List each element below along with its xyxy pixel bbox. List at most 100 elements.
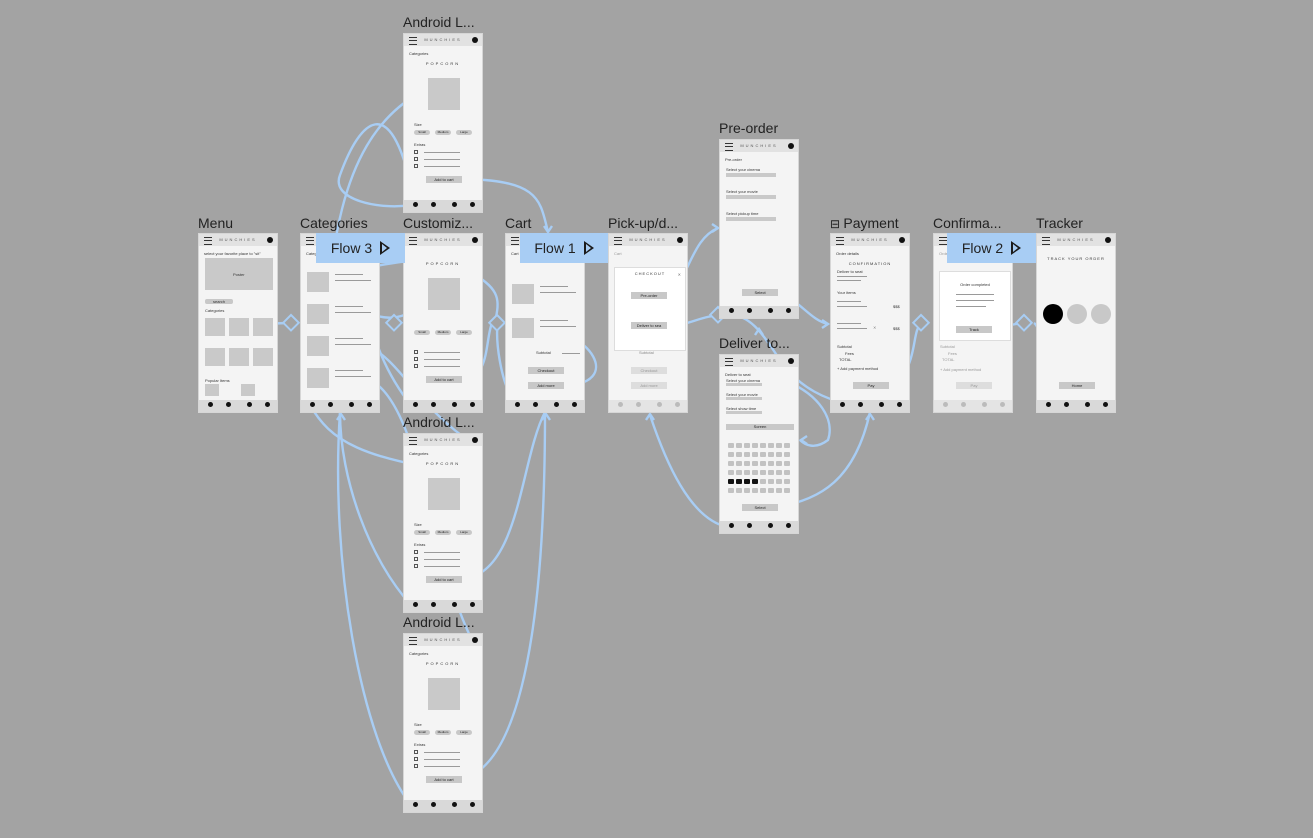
seat[interactable] (736, 488, 742, 493)
menu-icon[interactable] (1042, 237, 1050, 245)
pickup-time-select[interactable] (726, 217, 776, 221)
seat[interactable] (776, 479, 782, 484)
seat[interactable] (744, 443, 750, 448)
hero-banner[interactable]: Poster (205, 258, 273, 290)
avatar[interactable] (472, 437, 478, 443)
search-icon[interactable] (431, 802, 436, 807)
menu-icon[interactable] (725, 143, 733, 151)
search-icon[interactable] (431, 602, 436, 607)
menu-icon[interactable] (409, 637, 417, 645)
seat[interactable] (776, 452, 782, 457)
seat[interactable] (744, 461, 750, 466)
extra-checkbox[interactable] (414, 764, 418, 768)
size-large[interactable]: Large (456, 130, 472, 135)
avatar[interactable] (472, 237, 478, 243)
checkout-button[interactable]: Checkout (528, 367, 564, 374)
movie-select[interactable] (726, 397, 762, 400)
extra-checkbox[interactable] (414, 750, 418, 754)
profile-icon[interactable] (786, 308, 791, 313)
seat[interactable] (752, 461, 758, 466)
add-to-cart-button[interactable]: Add to cart (426, 776, 462, 783)
add-to-cart-button[interactable]: Add to cart (426, 176, 462, 183)
cinema-select[interactable] (726, 173, 776, 177)
size-small[interactable]: Small (414, 730, 430, 735)
menu-icon[interactable] (204, 237, 212, 245)
size-medium[interactable]: Medium (435, 330, 451, 335)
frame-tracker[interactable]: MUNCHIES TRACK YOUR ORDER Home (1036, 233, 1116, 413)
popular-item[interactable] (241, 384, 255, 396)
cart-icon[interactable] (452, 802, 457, 807)
preorder-button[interactable]: Pre-order (631, 292, 667, 299)
cart-icon[interactable] (1085, 402, 1090, 407)
seat[interactable] (728, 443, 734, 448)
close-icon[interactable]: ✕ (677, 272, 681, 277)
seat[interactable] (728, 452, 734, 457)
search-icon[interactable] (1064, 402, 1069, 407)
avatar[interactable] (677, 237, 683, 243)
menu-icon[interactable] (409, 37, 417, 45)
extra-checkbox[interactable] (414, 157, 418, 161)
home-button[interactable]: Home (1059, 382, 1095, 389)
cart-item-thumb[interactable] (512, 284, 534, 304)
search-icon[interactable] (533, 402, 538, 407)
cart-icon[interactable] (879, 402, 884, 407)
frame-pickup[interactable]: MUNCHIES Cart CHECKOUT ✕ Pre-order Deliv… (608, 233, 688, 413)
menu-icon[interactable] (836, 237, 844, 245)
home-icon[interactable] (943, 402, 948, 407)
home-icon[interactable] (413, 402, 418, 407)
frame-android-3[interactable]: MUNCHIES Categories POPCORN Size Small M… (403, 633, 483, 813)
checkout-button[interactable]: Checkout (631, 367, 667, 374)
frame-preorder[interactable]: MUNCHIES Pre-order Select your cinema Se… (719, 139, 799, 319)
play-icon[interactable] (380, 241, 391, 255)
profile-icon[interactable] (265, 402, 270, 407)
size-large[interactable]: Large (456, 730, 472, 735)
home-icon[interactable] (208, 402, 213, 407)
menu-icon[interactable] (511, 237, 519, 245)
seat[interactable] (776, 443, 782, 448)
extra-checkbox[interactable] (414, 150, 418, 154)
seat[interactable] (768, 479, 774, 484)
track-button[interactable]: Track (956, 326, 992, 333)
category-tile[interactable] (229, 318, 249, 336)
profile-icon[interactable] (470, 802, 475, 807)
seat[interactable] (784, 452, 790, 457)
search-icon[interactable] (961, 402, 966, 407)
frame-menu[interactable]: MUNCHIES select your favorite place to "… (198, 233, 278, 413)
add-payment-link[interactable]: + Add payment method (837, 366, 879, 371)
seat[interactable] (760, 470, 766, 475)
cart-icon[interactable] (247, 402, 252, 407)
seat[interactable] (744, 488, 750, 493)
seat[interactable] (752, 479, 758, 484)
seat[interactable] (784, 479, 790, 484)
frame-android-2[interactable]: MUNCHIES Categories POPCORN Size Small M… (403, 433, 483, 613)
confirmation-modal[interactable]: Order completed Track (939, 271, 1011, 341)
category-tile[interactable] (229, 348, 249, 366)
menu-icon[interactable] (939, 237, 947, 245)
home-icon[interactable] (729, 308, 734, 313)
item-thumb[interactable] (307, 336, 329, 356)
seat[interactable] (768, 488, 774, 493)
seat[interactable] (728, 479, 734, 484)
seat[interactable] (776, 488, 782, 493)
seat[interactable] (784, 470, 790, 475)
frame-categories[interactable]: MUNCHIES Categories (300, 233, 380, 413)
select-button[interactable]: Select (742, 289, 778, 296)
remove-icon[interactable]: ✕ (873, 325, 877, 330)
seat[interactable] (768, 461, 774, 466)
avatar[interactable] (788, 143, 794, 149)
extra-checkbox[interactable] (414, 564, 418, 568)
extra-checkbox[interactable] (414, 357, 418, 361)
item-thumb[interactable] (307, 304, 329, 324)
seat[interactable] (760, 452, 766, 457)
profile-icon[interactable] (786, 523, 791, 528)
seat[interactable] (736, 443, 742, 448)
showtime-select[interactable] (726, 411, 762, 414)
home-icon[interactable] (840, 402, 845, 407)
size-medium[interactable]: Medium (435, 130, 451, 135)
deliver-to-seat-button[interactable]: Deliver to sea (631, 322, 667, 329)
seat[interactable] (744, 452, 750, 457)
profile-icon[interactable] (470, 402, 475, 407)
menu-icon[interactable] (306, 237, 314, 245)
search-icon[interactable] (431, 202, 436, 207)
select-button[interactable]: Select (742, 504, 778, 511)
